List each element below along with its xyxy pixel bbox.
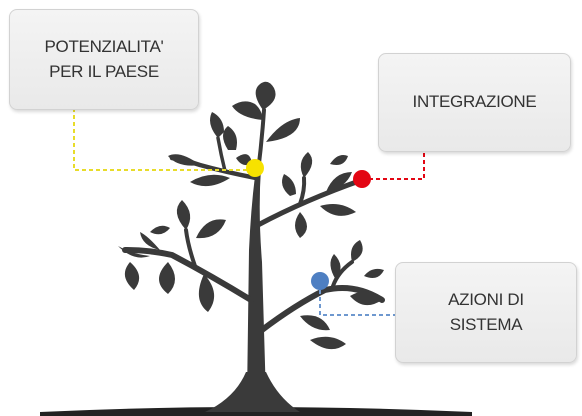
leaf: [300, 152, 313, 178]
branch-lower-right: [259, 285, 385, 333]
leaf: [176, 200, 191, 230]
branch-middle-right-twig: [298, 176, 307, 206]
leaf: [351, 240, 363, 262]
leaf: [300, 315, 330, 331]
leaf: [326, 172, 352, 192]
leaf: [266, 118, 300, 142]
dot-integrazione: [353, 170, 371, 188]
tree-illustration: [118, 81, 385, 398]
leaf: [196, 219, 226, 239]
leaf: [118, 246, 150, 258]
branch-middle-right: [255, 177, 365, 228]
connector-azioni: [319, 283, 395, 316]
leaf: [140, 232, 160, 250]
leaf: [295, 212, 307, 238]
leaf: [282, 174, 296, 196]
leaf: [198, 274, 215, 312]
leaf: [210, 112, 224, 138]
callout-potenzialita: POTENZIALITA' PER IL PAESE: [9, 9, 199, 110]
callout-azioni: AZIONI DI SISTEMA: [395, 262, 577, 363]
leaf: [320, 204, 356, 216]
connector-integrazione: [362, 150, 425, 180]
callout-integrazione-line1: INTEGRAZIONE: [412, 92, 537, 112]
callout-integrazione: INTEGRAZIONE: [378, 53, 571, 152]
leaf: [190, 174, 230, 187]
branch-upper-left-twig: [216, 136, 227, 173]
callout-potenzialita-line1: POTENZIALITA': [44, 36, 164, 56]
leaf: [364, 268, 384, 278]
leaf: [330, 155, 348, 165]
leaf: [168, 154, 200, 166]
callout-potenzialita-line2: PER IL PAESE: [49, 61, 159, 81]
leaf: [255, 81, 276, 110]
leaf: [159, 262, 175, 294]
leaf: [124, 262, 140, 290]
tree-trunk: [247, 168, 266, 398]
dot-potenzialita: [246, 159, 264, 177]
leaf: [330, 254, 341, 280]
leaf: [223, 126, 237, 150]
leaf: [150, 225, 170, 235]
callout-azioni-line2: SISTEMA: [449, 314, 523, 334]
leaf: [350, 291, 382, 306]
callout-azioni-line1: AZIONI DI: [448, 289, 524, 309]
dot-azioni: [311, 272, 329, 290]
leaf: [232, 101, 263, 120]
leaf: [310, 336, 346, 350]
branch-lower-left-twig: [184, 228, 197, 268]
branch-lower-right-twig: [331, 260, 354, 288]
branch-lower-left: [122, 247, 254, 303]
